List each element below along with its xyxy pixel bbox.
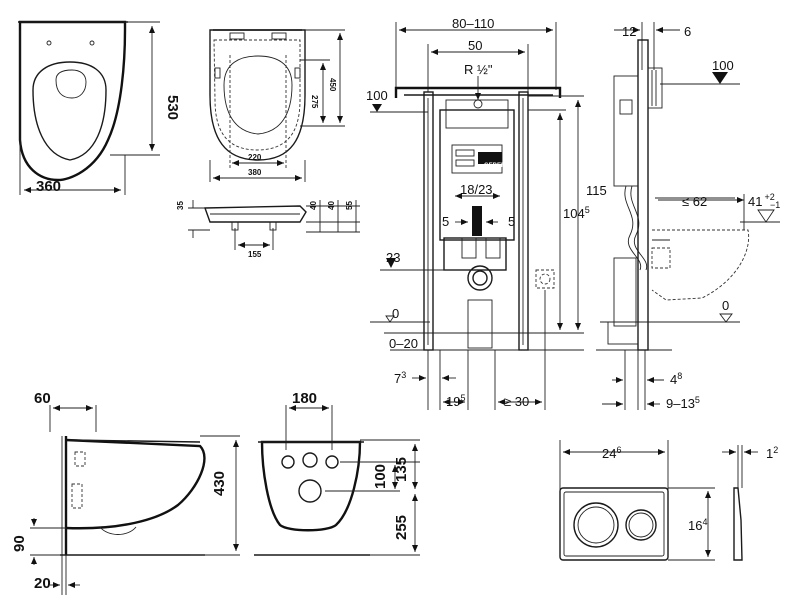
rear-dim-180: 180: [292, 390, 317, 407]
seat-width-380: 380: [248, 168, 262, 177]
side-dim-4: 48: [670, 371, 682, 387]
side-dim-41: 41+2: [748, 192, 775, 209]
frame-level-0: 0: [392, 306, 399, 321]
rear-dim-135: 135: [393, 457, 410, 482]
frame-range-0-20: 0–20: [389, 336, 418, 351]
frame-level-23: 23: [386, 250, 400, 265]
frame-front-view: [370, 22, 584, 410]
bowl-side-60: 60: [34, 390, 51, 407]
frame-offset-5-left: 5: [442, 214, 449, 229]
flush-plate-view: [559, 440, 758, 561]
side-range-9-13: 9–135: [666, 395, 700, 411]
rear-dim-255: 255: [393, 515, 410, 540]
frame-dim-ge30: ≥ 30: [504, 394, 529, 409]
side-dim-6: 6: [684, 24, 691, 39]
bowl-width-label: 360: [36, 178, 61, 195]
bowl-side-430: 430: [211, 471, 228, 496]
frame-level-100: 100: [366, 88, 388, 103]
frame-height-115: 115: [586, 183, 607, 198]
plate-depth: 12: [766, 445, 778, 461]
side-le-62: ≤ 62: [682, 194, 707, 209]
side-level-100: 100: [712, 58, 734, 73]
frame-side-view: [596, 22, 780, 410]
seat-height-450: 450: [328, 78, 337, 92]
seat-side-35: 35: [176, 201, 185, 210]
seat-side-55: 55: [345, 201, 354, 210]
frame-width-range: 80–110: [452, 16, 494, 31]
frame-offset-5-right: 5: [508, 214, 515, 229]
frame-pipe-18-23: 18/23: [460, 182, 493, 197]
seat-side-40a: 40: [309, 201, 318, 210]
frame-r-half: R ½": [464, 62, 493, 77]
bowl-side-view: [30, 405, 240, 595]
seat-side-view: [188, 200, 360, 250]
rear-dim-100: 100: [372, 464, 389, 489]
bowl-rear-view: [254, 405, 420, 556]
plate-width: 246: [602, 445, 621, 461]
bowl-top-view: [18, 20, 160, 195]
side-level-0: 0: [722, 298, 729, 313]
side-dim-12: 12: [622, 24, 636, 39]
bowl-height-label: 530: [164, 95, 181, 120]
frame-dim-19: 195: [446, 393, 465, 409]
frame-width-50: 50: [468, 38, 482, 53]
seat-height-275: 275: [310, 95, 319, 109]
seat-width-220: 220: [248, 153, 262, 162]
bowl-side-90: 90: [11, 535, 28, 552]
frame-height-104: 1045: [563, 205, 590, 221]
seat-side-40b: 40: [327, 201, 336, 210]
seat-hinge-155: 155: [248, 250, 262, 259]
plate-height: 164: [688, 517, 707, 533]
side-dim-41-tol-minus: −1: [770, 200, 780, 210]
frame-brand: GEBERIT: [484, 163, 511, 169]
bowl-side-20: 20: [34, 575, 51, 592]
frame-dim-7: 73: [394, 370, 406, 386]
seat-top-view: [209, 29, 345, 182]
